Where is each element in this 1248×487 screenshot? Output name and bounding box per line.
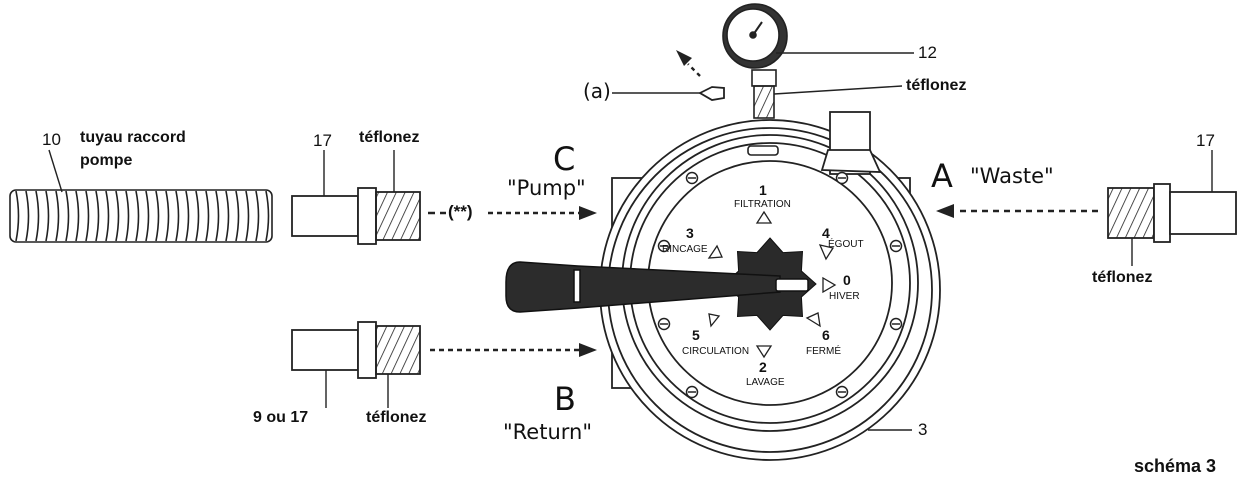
right-fitting [1107,183,1237,243]
bottom-fitting-number: 9 ou 17 [253,409,309,426]
hose-rib [155,190,160,242]
right-fitting-number: 17 [1196,131,1215,150]
hose-rib [85,190,90,242]
dial-pos4-name: ÉGOUT [828,239,864,250]
teflon-gauge-label: téflonez [906,77,967,94]
dial-pos4-number: 4 [822,225,830,241]
hose-rib [255,190,260,242]
dial-pos3-name: RINCAGE [662,244,708,255]
dial-pos1-number: 1 [759,182,767,198]
body-number: 3 [918,420,928,439]
dial-pos5-name: CIRCULATION [682,346,750,357]
corrugated-hose [9,189,273,243]
dial-pos5-number: 5 [692,327,700,343]
hose-rib [135,190,140,242]
dial-pos2-number: 2 [759,359,767,375]
hose-rib [175,190,180,242]
port-a-letter: A [931,157,953,195]
dial-pos3-number: 3 [686,225,694,241]
hose-rib [35,190,40,242]
hose-rib [245,190,250,242]
dial-pos0-name: HIVER [829,291,860,302]
hose-label-line2: pompe [80,152,133,169]
hose-rib [235,190,240,242]
left-fitting [291,187,421,245]
hose-rib [215,190,220,242]
schema-title: schéma 3 [1134,456,1217,476]
hose-rib [75,190,80,242]
hose-rib [205,190,210,242]
hose-rib [115,190,120,242]
hose-rib [45,190,50,242]
hose-rib [25,190,30,242]
port-c-letter: C [553,140,576,178]
dial-pos6-number: 6 [822,327,830,343]
port-b-name: "Return" [503,420,593,444]
dial-pos1-name: FILTRATION [734,199,791,210]
port-c-name: "Pump" [507,176,586,200]
teflon-left-label: téflonez [359,129,420,146]
hose-number: 10 [42,130,61,149]
dial-markers [707,210,837,359]
left-fitting-number: 17 [313,131,332,150]
valve-handle [505,261,809,313]
body-screws [657,171,903,399]
dial-pos0-number: 0 [843,272,851,288]
hose-rib [95,190,100,242]
hose-rib [55,190,60,242]
hose-rib [165,190,170,242]
gauge-number: 12 [918,43,937,62]
bottom-fitting [291,321,421,379]
hose-rib [125,190,130,242]
hose-rib [265,190,270,242]
hose-rib [145,190,150,242]
hose-label-line1: tuyau raccord [80,129,186,146]
hose-rib [65,190,70,242]
hose-rib [195,190,200,242]
hose-rib [185,190,190,242]
dial-pos2-name: LAVAGE [746,377,785,388]
drain-plug [698,86,725,101]
plug-note: (a) [583,79,611,103]
teflon-bottom-label: téflonez [366,409,427,426]
hose-rib [225,190,230,242]
port-b-letter: B [554,380,576,418]
dial-pos6-name: FERMÉ [806,346,841,357]
pressure-gauge [722,3,788,156]
flow-arrows [428,50,1098,357]
teflon-right-label: téflonez [1092,269,1153,286]
leader-lines [48,52,1213,431]
pump-note: (**) [448,202,473,221]
port-a-name: "Waste" [970,164,1054,188]
hose-rib [15,190,20,242]
hose-rib [105,190,110,242]
